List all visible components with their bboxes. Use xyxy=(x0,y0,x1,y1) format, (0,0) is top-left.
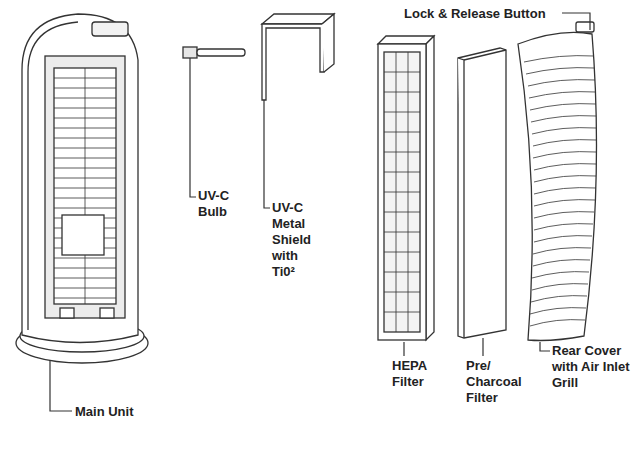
part-label: UV-C Metal Shield with Ti0² xyxy=(272,200,324,280)
main-unit-drawing xyxy=(16,14,148,363)
part-label: UV-C Bulb xyxy=(198,188,242,220)
pre-filter-drawing xyxy=(458,48,506,338)
hepa-filter-drawing xyxy=(378,36,434,340)
part-label: HEPA Filter xyxy=(392,358,438,390)
part-label: Pre/ Charcoal Filter xyxy=(466,358,532,406)
part-label: Lock & Release Button xyxy=(404,6,546,22)
uv-bulb-drawing xyxy=(183,47,245,58)
rear-cover-drawing xyxy=(518,22,597,341)
metal-shield-drawing xyxy=(262,14,334,100)
part-label: Rear Cover with Air Inlet Grill xyxy=(552,343,636,391)
leader-lines xyxy=(50,13,590,411)
part-label: Main Unit xyxy=(75,404,134,420)
